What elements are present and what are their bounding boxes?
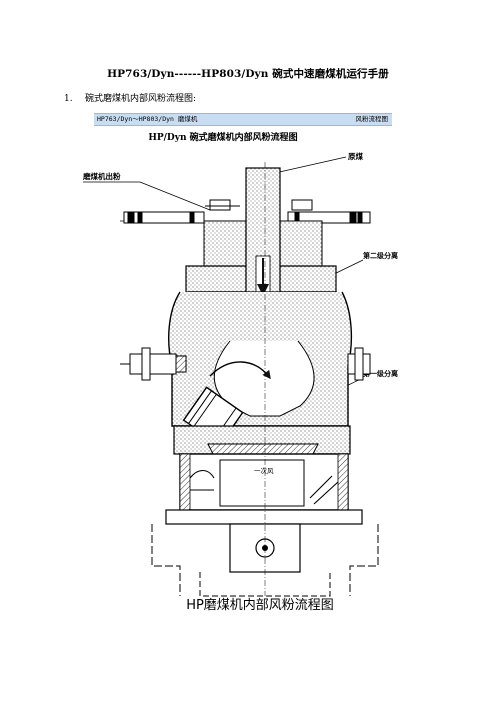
label-mill-outlet: 磨煤机出粉 — [82, 171, 121, 181]
figure-title: HP/Dyn 碗式磨煤机内部风粉流程图 — [148, 131, 297, 143]
document-title: HP763/Dyn------HP803/Dyn 碗式中速磨煤机运行手册 — [107, 68, 389, 80]
list-item-text: 碗式磨煤机内部风粉流程图: — [85, 94, 197, 104]
left-journal — [120, 347, 187, 381]
label-second-separation: 第二级分离 — [363, 251, 398, 260]
leader-raw-coal — [274, 156, 347, 174]
primary-air-inner — [219, 459, 305, 507]
gearbox-base — [165, 509, 363, 525]
left-outlet-pipe — [123, 199, 240, 224]
foundation-outline — [151, 524, 379, 596]
right-outlet-pipe — [287, 199, 371, 224]
left-outlet-housing — [203, 220, 251, 267]
banner-left-label: HP763/Dyn～HP803/Dyn 磨煤机 — [97, 115, 198, 123]
mill-flow-diagram: HP/Dyn 碗式磨煤机内部风粉流程图 原煤 磨煤机出粉 第二级分离 第一级分离 — [80, 126, 410, 616]
right-base-hatch — [337, 453, 349, 511]
list-item-number: 1. — [64, 94, 73, 104]
figure-banner: HP763/Dyn～HP803/Dyn 磨煤机 风粉流程图 — [94, 113, 392, 126]
list-item: 1. 碗式磨煤机内部风粉流程图: — [64, 91, 196, 104]
label-primary-air: 一次风 — [254, 466, 274, 475]
banner-right-label: 风粉流程图 — [355, 115, 389, 123]
left-base-hatch — [179, 453, 191, 511]
flow-curve — [209, 361, 271, 380]
primary-air-flow-right — [309, 475, 339, 505]
label-first-separation: 第一级分离 — [363, 369, 398, 378]
foundation-pit — [199, 572, 331, 597]
right-outlet-housing — [275, 220, 323, 267]
label-raw-coal: 原煤 — [348, 151, 363, 161]
figure-caption: HP磨煤机内部风粉流程图 — [186, 597, 334, 613]
leader-mill-outlet-2 — [139, 181, 211, 211]
primary-air-flow-left — [189, 469, 215, 491]
right-journal — [347, 347, 371, 381]
